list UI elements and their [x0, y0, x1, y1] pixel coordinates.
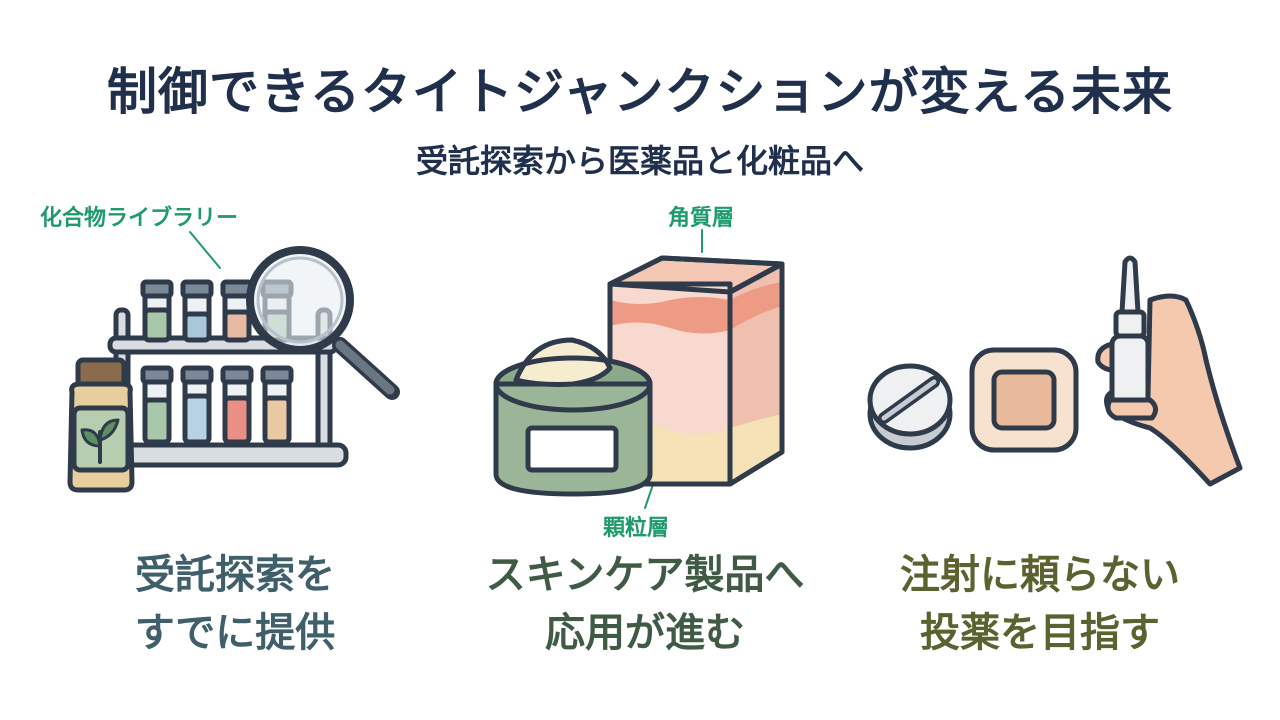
compound-library-illustration	[67, 231, 400, 493]
finger-front	[1105, 397, 1158, 421]
caption-center: スキンケア製品へ 応用が進む	[455, 546, 835, 662]
caption-center-line1: スキンケア製品へ	[485, 552, 805, 598]
page-title: 制御できるタイトジャンクションが変える未来	[107, 63, 1173, 121]
caption-center-line2: 応用が進む	[545, 610, 745, 656]
vial-bottom-2	[180, 365, 214, 445]
library-label: 化合物ライブラリー	[40, 206, 239, 231]
vial-bottom-4	[260, 365, 294, 445]
vial-top-1	[140, 279, 174, 343]
nasal-spray-icon	[1109, 255, 1151, 417]
magnifying-glass-icon	[246, 246, 400, 400]
page-subtitle: 受託探索から医薬品と化粧品へ	[415, 142, 864, 180]
tablet-icon	[867, 363, 953, 451]
library-leader-line	[189, 231, 221, 269]
cream-jar-icon	[493, 337, 653, 497]
vial-top-3	[220, 279, 254, 343]
caption-left: 受託探索を すでに提供	[90, 546, 380, 662]
vial-bottom-1	[140, 365, 174, 445]
plant-bottle-icon	[67, 357, 135, 493]
patch-icon	[969, 347, 1079, 453]
vial-bottom-3	[220, 365, 254, 445]
skin-cream-illustration	[493, 229, 785, 509]
caption-right-line2: 投薬を目指す	[920, 610, 1160, 656]
stratum-corneum-label: 角質層	[668, 206, 735, 231]
vial-top-2	[180, 279, 214, 343]
caption-left-line2: すでに提供	[134, 610, 336, 656]
caption-right: 注射に頼らない 投薬を目指す	[870, 546, 1210, 662]
non-injection-illustration	[867, 255, 1243, 487]
caption-right-line1: 注射に頼らない	[900, 552, 1180, 598]
caption-left-line1: 受託探索を	[135, 552, 335, 598]
stratum-granulosum-label: 顆粒層	[603, 516, 670, 541]
